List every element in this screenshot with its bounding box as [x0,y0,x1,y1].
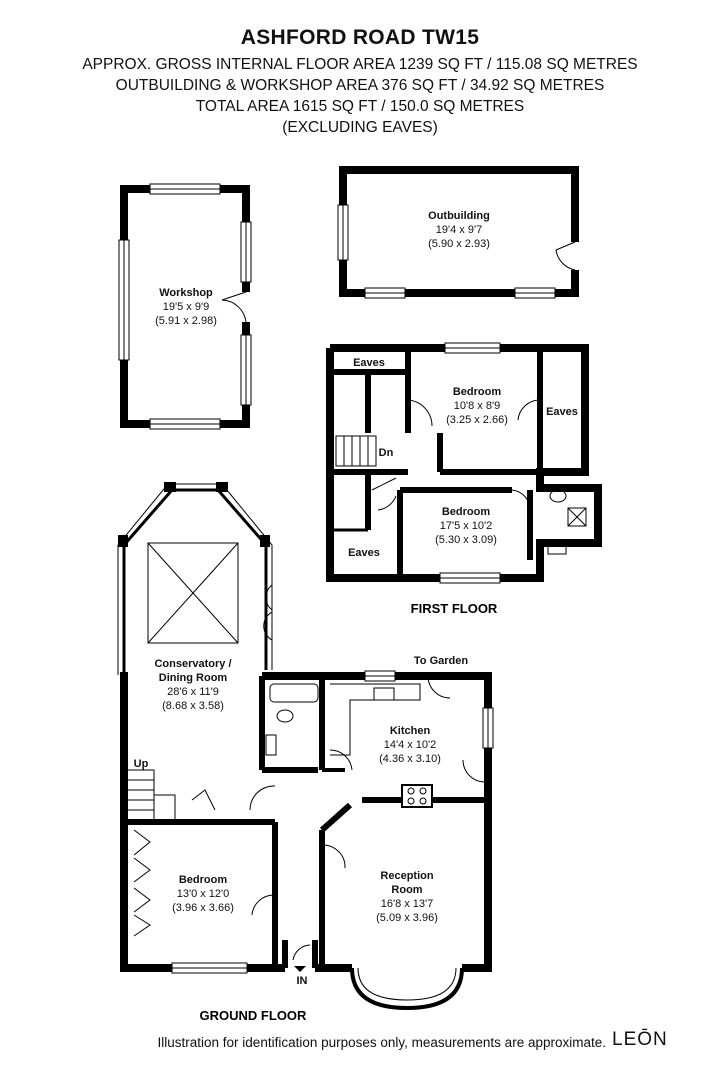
stairs-up-label: Up [134,758,149,770]
kitchen-dims-metric: (4.36 x 3.10) [379,753,441,765]
bedroom-ff2-name: Bedroom [442,506,491,518]
conservatory-dims-metric: (8.68 x 3.58) [162,700,224,712]
kitchen-dims-imperial: 14'4 x 10'2 [384,739,437,751]
outbuilding-name: Outbuilding [428,210,490,222]
bedroom-gf-dims-metric: (3.96 x 3.66) [172,902,234,914]
first-floor-plan [326,342,602,584]
reception-dims-metric: (5.09 x 3.96) [376,912,438,924]
eaves-right-label: Eaves [546,406,578,418]
eaves-note-line: (EXCLUDING EAVES) [282,119,438,136]
workshop-plan [118,183,252,430]
outbuilding-dims-imperial: 19'4 x 9'7 [436,224,482,236]
outbuilding-area-line: OUTBUILDING & WORKSHOP AREA 376 SQ FT / … [115,77,605,94]
kitchen-name: Kitchen [390,725,431,737]
bedroom-ff1-dims-imperial: 10'8 x 8'9 [454,400,500,412]
bedroom-gf-name: Bedroom [179,874,228,886]
workshop-dims-imperial: 19'5 x 9'9 [163,301,209,313]
bedroom-ff2-dims-metric: (5.30 x 3.09) [435,534,497,546]
reception-name-2: Room [391,884,422,896]
bedroom-ff1-name: Bedroom [453,386,502,398]
to-garden-label: To Garden [414,655,468,667]
entrance-label: IN [297,975,308,987]
outbuilding-dims-metric: (5.90 x 2.93) [428,238,490,250]
total-area-line: TOTAL AREA 1615 SQ FT / 150.0 SQ METRES [195,98,525,115]
eaves-bottom-label: Eaves [348,547,380,559]
workshop-dims-metric: (5.91 x 2.98) [155,315,217,327]
bedroom-ff2-dims-imperial: 17'5 x 10'2 [440,520,493,532]
reception-name-1: Reception [380,870,433,882]
bedroom-ff1-dims-metric: (3.25 x 2.66) [446,414,508,426]
workshop-name: Workshop [159,287,213,299]
conservatory-name-1: Conservatory / [154,658,231,670]
bedroom-gf-dims-imperial: 13'0 x 12'0 [177,888,230,900]
ground-floor-plan [117,482,494,1011]
plan-title: ASHFORD ROAD TW15 [240,26,480,49]
first-floor-label: FIRST FLOOR [411,601,498,616]
outbuilding-plan [337,166,580,299]
gross-area-line: APPROX. GROSS INTERNAL FLOOR AREA 1239 S… [82,56,638,73]
reception-dims-imperial: 16'8 x 13'7 [381,898,434,910]
brand-logo: LEŌN [612,1029,668,1050]
stairs-down-label: Dn [379,447,394,459]
disclaimer-text: Illustration for identification purposes… [157,1035,606,1050]
eaves-top-label: Eaves [353,357,385,369]
conservatory-name-2: Dining Room [159,672,228,684]
conservatory-dims-imperial: 28'6 x 11'9 [167,686,219,698]
ground-floor-label: GROUND FLOOR [200,1008,307,1023]
